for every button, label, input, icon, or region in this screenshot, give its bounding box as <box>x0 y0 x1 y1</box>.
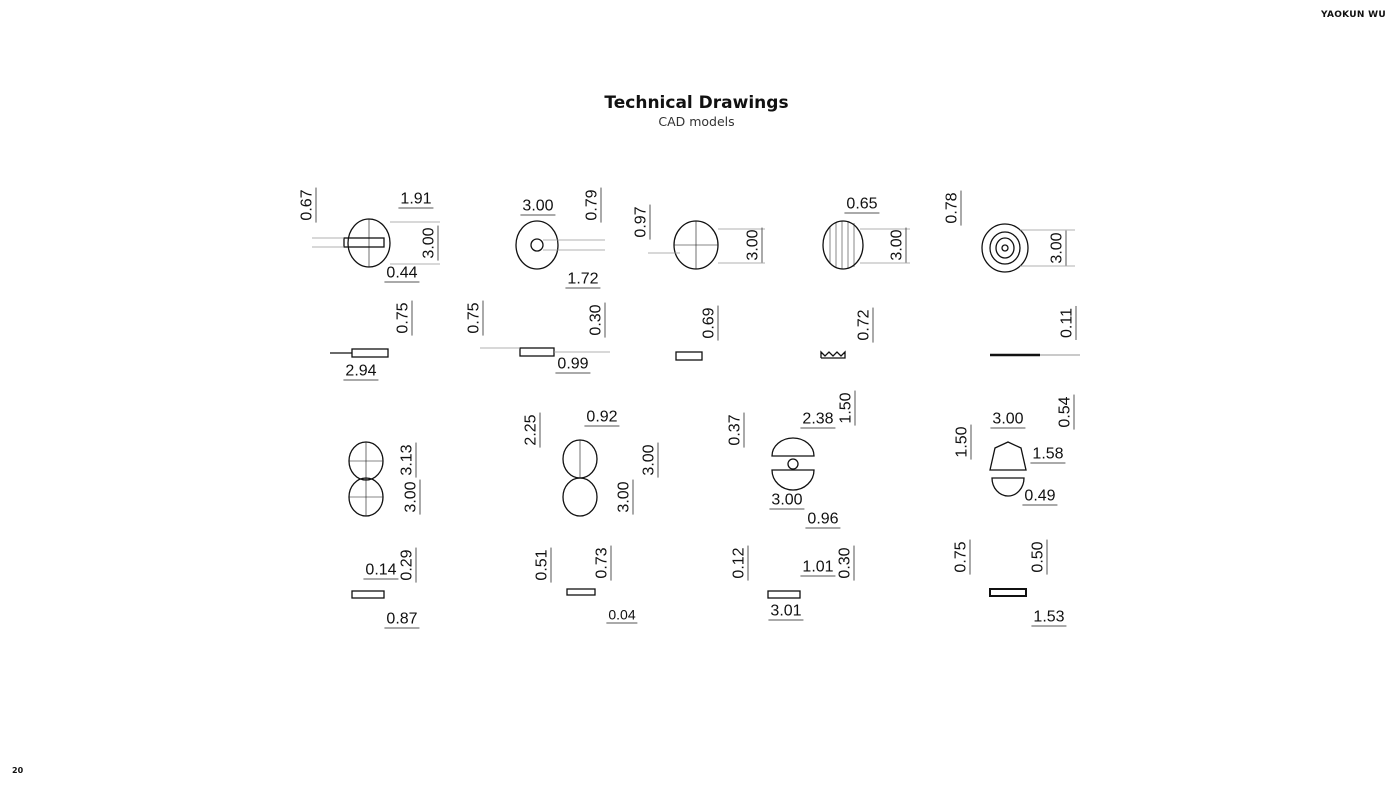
dimension-label: 2.94 <box>343 362 379 381</box>
drawing-5-concentric-disc <box>981 223 1075 273</box>
dimension-label: 0.75 <box>465 300 484 336</box>
dimension-label: 0.49 <box>1022 487 1058 506</box>
drawing-13-dome-halves <box>771 437 815 491</box>
dimension-label: 0.37 <box>726 412 745 448</box>
dimension-label: 3.00 <box>744 227 763 263</box>
drawing-16-side-view <box>566 588 596 596</box>
dimension-label: 0.75 <box>394 300 413 336</box>
dimension-label: 3.00 <box>990 410 1026 429</box>
dimension-label: 3.00 <box>640 442 659 478</box>
drawing-9-serrated-part <box>820 350 846 359</box>
dimension-label: 0.79 <box>583 187 602 223</box>
author-name: YAOKUN WU <box>1321 10 1386 20</box>
dimension-label: 1.58 <box>1030 445 1066 464</box>
dimension-label: 0.75 <box>952 539 971 575</box>
dimension-label: 0.87 <box>384 610 420 629</box>
dimension-label: 2.38 <box>800 410 836 429</box>
drawing-18-side-view <box>989 588 1027 597</box>
dimension-label: 2.25 <box>522 412 541 448</box>
dimension-label: 0.30 <box>587 302 606 338</box>
page-subtitle: CAD models <box>658 114 735 129</box>
dimension-label: 1.01 <box>800 558 836 577</box>
dimension-label: 1.50 <box>953 424 972 460</box>
dimension-label: 0.51 <box>533 547 552 583</box>
drawing-8-side-view <box>675 351 703 361</box>
drawing-4-hatched-disc <box>822 220 910 270</box>
drawing-17-side-view <box>767 590 801 599</box>
dimension-label: 3.01 <box>768 602 804 621</box>
dimension-label: 3.13 <box>398 442 417 478</box>
drawing-1-knob-front <box>312 218 440 268</box>
dimension-label: 0.78 <box>943 190 962 226</box>
dimension-label: 3.00 <box>420 225 439 261</box>
dimension-label: 0.12 <box>730 545 749 581</box>
dimension-label: 0.04 <box>606 606 638 624</box>
dimension-label: 0.50 <box>1029 539 1048 575</box>
page-number: 20 <box>12 766 24 775</box>
dimension-label: 0.44 <box>384 264 420 283</box>
dimension-label: 3.00 <box>888 227 907 263</box>
page-title: Technical Drawings <box>604 93 789 113</box>
dimension-label: 0.96 <box>805 510 841 529</box>
dimension-label: 0.92 <box>584 408 620 427</box>
drawing-7-side-view <box>480 347 610 357</box>
drawing-2-disc-with-hole <box>515 220 605 270</box>
drawing-11-two-discs <box>348 441 384 517</box>
dimension-label: 3.00 <box>769 491 805 510</box>
dimension-label: 1.53 <box>1031 608 1067 627</box>
dimension-label: 0.97 <box>632 204 651 240</box>
dimension-label: 1.50 <box>837 390 856 426</box>
dimension-label: 0.30 <box>836 545 855 581</box>
dimension-label: 0.14 <box>363 561 399 580</box>
dimension-label: 0.11 <box>1058 306 1077 340</box>
dimension-label: 0.65 <box>844 195 880 214</box>
dimension-label: 3.00 <box>402 479 421 515</box>
drawing-14-dome-halves <box>989 441 1027 497</box>
dimension-label: 0.72 <box>855 307 874 343</box>
drawing-6-side-view <box>330 348 389 358</box>
dimension-label: 0.73 <box>593 545 612 581</box>
dimension-label: 3.00 <box>1048 230 1067 266</box>
dimension-label: 0.29 <box>398 547 417 583</box>
drawing-12-two-discs <box>562 439 598 517</box>
dimension-label: 3.00 <box>520 197 556 216</box>
dimension-label: 0.69 <box>700 305 719 341</box>
dimension-label: 0.99 <box>555 355 591 374</box>
dimension-label: 0.67 <box>298 187 317 223</box>
dimension-label: 3.00 <box>615 479 634 515</box>
dimension-label: 1.72 <box>565 270 601 289</box>
drawing-3-disc <box>648 220 765 270</box>
dimension-label: 0.54 <box>1056 394 1075 430</box>
dimension-label: 1.91 <box>398 190 434 209</box>
drawing-15-side-view <box>351 590 385 599</box>
